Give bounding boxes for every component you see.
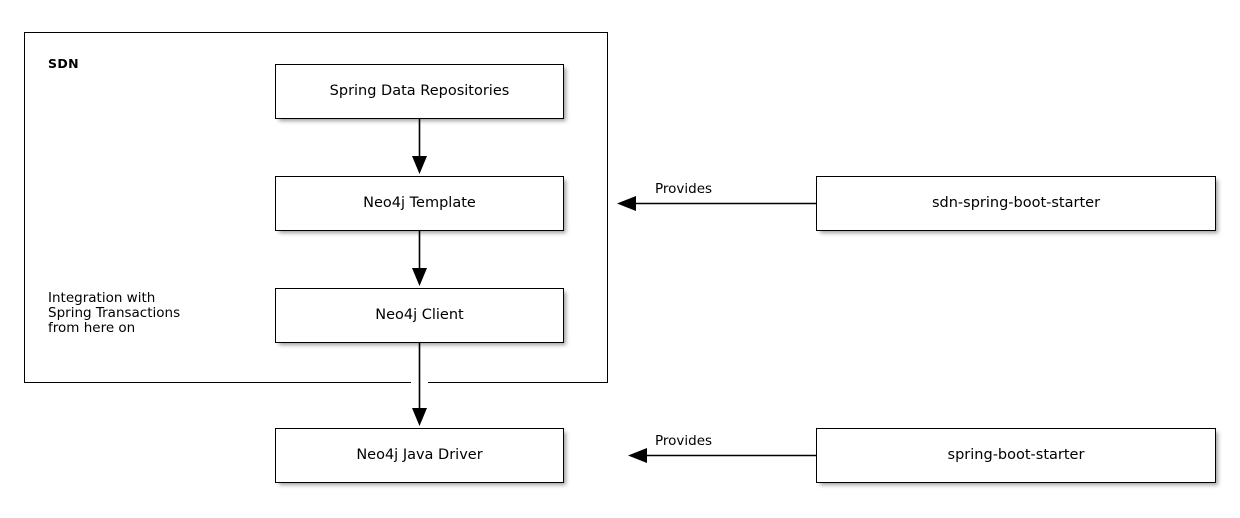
container-border-gap bbox=[411, 380, 428, 385]
integration-note-line-2: Spring Transactions bbox=[48, 305, 181, 321]
node-spring-data-repositories[interactable]: Spring Data Repositories bbox=[275, 64, 564, 119]
sdn-container-box bbox=[24, 32, 608, 383]
node-label: Neo4j Client bbox=[375, 307, 464, 324]
node-label: Neo4j Java Driver bbox=[356, 447, 483, 464]
edge-label-provides-top: Provides bbox=[653, 181, 715, 197]
node-neo4j-template[interactable]: Neo4j Template bbox=[275, 176, 564, 231]
integration-note: Integration with Spring Transactions fro… bbox=[48, 291, 180, 336]
node-label: spring-boot-starter bbox=[947, 447, 1085, 464]
node-sdn-spring-boot-starter[interactable]: sdn-spring-boot-starter bbox=[816, 176, 1216, 231]
edge-label-provides-bottom: Provides bbox=[653, 433, 715, 449]
edge-sdn-starter-provides bbox=[617, 196, 816, 211]
integration-note-line-1: Integration with bbox=[48, 290, 156, 306]
node-label: Spring Data Repositories bbox=[329, 83, 510, 100]
edge-boot-starter-provides bbox=[628, 448, 816, 463]
integration-note-line-3: from here on bbox=[48, 320, 136, 336]
node-spring-boot-starter[interactable]: spring-boot-starter bbox=[816, 428, 1216, 483]
sdn-container-label: SDN bbox=[48, 56, 80, 71]
node-neo4j-client[interactable]: Neo4j Client bbox=[275, 288, 564, 343]
node-label: Neo4j Template bbox=[363, 195, 476, 212]
node-neo4j-java-driver[interactable]: Neo4j Java Driver bbox=[275, 428, 564, 483]
node-label: sdn-spring-boot-starter bbox=[931, 195, 1101, 212]
